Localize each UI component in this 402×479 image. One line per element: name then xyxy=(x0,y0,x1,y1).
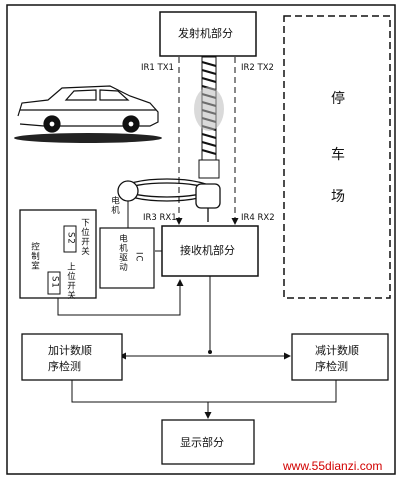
switch-s2-label: S2 xyxy=(65,232,76,245)
ic-label: IC xyxy=(133,252,144,263)
connection-lines xyxy=(57,250,337,419)
ir2-tx2-label: IR2 TX2 xyxy=(241,63,274,73)
sub-count-label-line2: 序检测 xyxy=(315,360,348,373)
sub-count-box xyxy=(291,333,389,381)
add-count-label-line2: 序检测 xyxy=(48,360,81,373)
outer-frame xyxy=(6,4,396,475)
add-count-label-line1: 加计数顺 xyxy=(48,344,92,357)
ir3-rx1-label: IR3 RX1 xyxy=(143,213,177,223)
add-count-box xyxy=(21,333,123,381)
receiver-box xyxy=(161,225,259,277)
switch-s1 xyxy=(47,271,61,295)
display-label: 显示部分 xyxy=(180,436,224,449)
switch-s1-label: S1 xyxy=(49,276,60,289)
motor-drive-label: 电机驱动 xyxy=(117,234,128,272)
motor-label: 电机 xyxy=(109,196,120,215)
parking-char-1: 停 xyxy=(331,91,345,107)
receiver-label: 接收机部分 xyxy=(180,244,235,257)
car-illustration xyxy=(17,85,159,133)
switch-lower-label: 下位开关 xyxy=(79,218,90,256)
watermark-text: www.55dianzi.com xyxy=(283,459,383,473)
sub-count-label-line1: 减计数顺 xyxy=(315,344,359,357)
ir4-rx2-label: IR4 RX2 xyxy=(241,213,275,223)
ir1-tx1-label: IR1 TX1 xyxy=(141,63,174,73)
transmitter-box xyxy=(159,11,257,57)
display-box xyxy=(161,419,255,465)
control-room-label: 控制室 xyxy=(29,242,40,271)
car-shadow xyxy=(14,133,162,143)
parking-area xyxy=(283,15,391,299)
switch-upper-label: 上位开关 xyxy=(65,262,76,300)
gate-mechanism xyxy=(117,178,221,222)
parking-char-2: 车 xyxy=(331,147,345,163)
transmitter-label: 发射机部分 xyxy=(178,27,233,40)
junction-dot xyxy=(208,350,212,354)
motor-drive-box xyxy=(99,227,155,289)
parking-char-3: 场 xyxy=(331,189,345,205)
switch-s2 xyxy=(63,225,77,253)
ir-beam-column xyxy=(194,56,224,179)
